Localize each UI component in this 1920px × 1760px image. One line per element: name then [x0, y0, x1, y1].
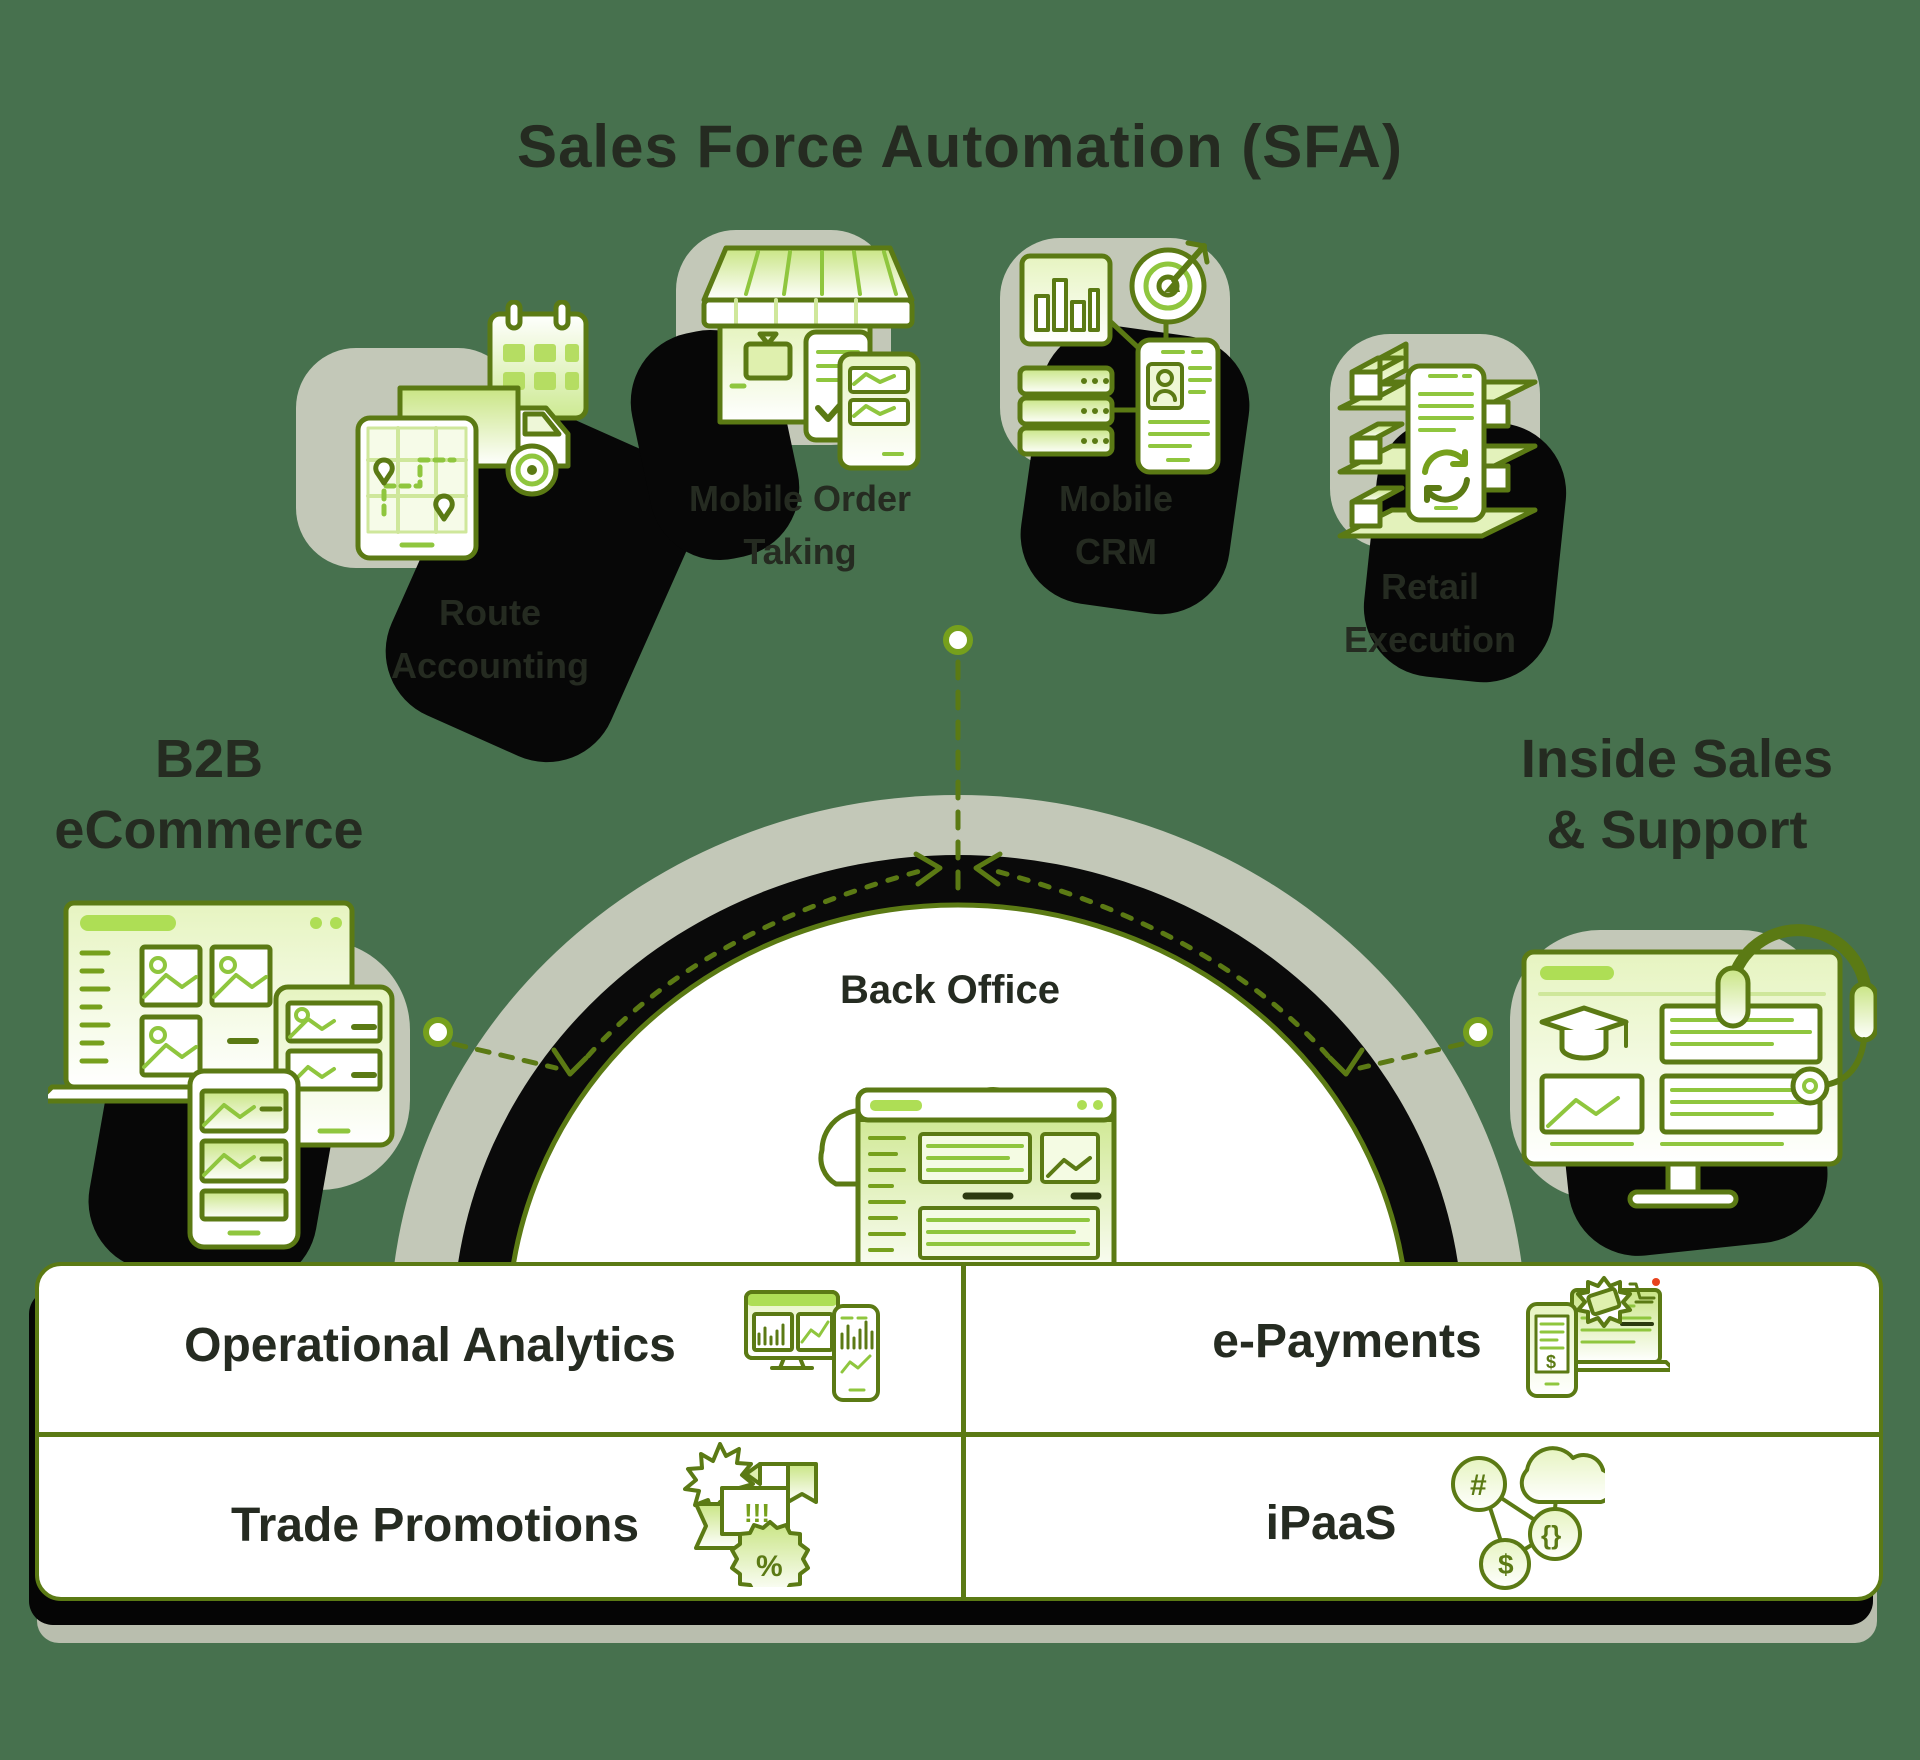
trade-promotions-label: Trade Promotions [230, 1499, 640, 1552]
route-accounting-icon [355, 300, 589, 561]
mobile-crm-label: Mobile CRM [916, 472, 1316, 578]
mobile-order-label-line2: Taking [743, 531, 857, 572]
top-connector-dot [943, 625, 973, 655]
b2b-header-line1: B2B [154, 729, 264, 789]
dashed-connectors [451, 659, 1465, 1077]
retail-execution-label: Retail Execution [1230, 560, 1630, 666]
dome-white-face [511, 902, 1405, 1262]
e-payments-label: e-Payments [1212, 1315, 1482, 1368]
ipaas-label: iPaaS [1265, 1497, 1397, 1550]
inside-sales-header: Inside Sales & Support [1477, 724, 1877, 866]
e-payments-dollar-glyph: $ [1546, 1352, 1556, 1372]
trade-exclaim-glyph: !!! [744, 1498, 770, 1528]
retail-execution-label-line2: Execution [1343, 619, 1517, 660]
e-payments-icon: $ [1526, 1276, 1670, 1398]
page-title: Sales Force Automation (SFA) [517, 113, 1403, 180]
retail-execution-label-line1: Retail [1380, 566, 1480, 607]
operational-analytics-label: Operational Analytics [184, 1319, 676, 1372]
b2b-header-line2: eCommerce [54, 800, 364, 860]
matrix-horizontal-divider [39, 1432, 1879, 1437]
b2b-ecommerce-header: B2B eCommerce [9, 724, 409, 866]
inside-sales-support-icon [1521, 924, 1877, 1209]
inside-sales-header-line1: Inside Sales [1520, 729, 1834, 789]
b2b-ecommerce-icon [48, 900, 395, 1250]
mobile-order-label: Mobile Order Taking [600, 472, 1000, 578]
mobile-order-label-line1: Mobile Order [688, 478, 912, 519]
operational-analytics-icon [744, 1290, 880, 1402]
route-accounting-label-line1: Route [439, 592, 541, 633]
back-office-dome [394, 625, 1522, 1262]
left-connector-dot [423, 1017, 453, 1047]
route-accounting-label-line2: Accounting [391, 645, 589, 686]
inside-sales-header-line2: & Support [1546, 800, 1808, 860]
ipaas-dollar-glyph: $ [1498, 1549, 1514, 1580]
ipaas-icon: # {} $ [1451, 1446, 1605, 1590]
back-office-label: Back Office [839, 968, 1061, 1012]
ipaas-hash-glyph: # [1470, 1469, 1487, 1502]
mobile-crm-label-line2: CRM [1075, 531, 1157, 572]
trade-percent-glyph: % [756, 1550, 783, 1583]
matrix-vertical-divider [961, 1266, 966, 1597]
right-connector-dot [1463, 1017, 1493, 1047]
connector-dots [423, 625, 1493, 1047]
mobile-crm-label-line1: Mobile [1059, 478, 1173, 519]
mobile-order-taking-icon [701, 245, 921, 471]
retail-execution-icon [1337, 341, 1538, 539]
back-office-cloud-icon [818, 1087, 1117, 1357]
trade-promotions-icon: !!! % [683, 1442, 818, 1587]
route-accounting-label: Route Accounting [290, 586, 690, 692]
ipaas-braces-glyph: {} [1541, 1520, 1561, 1550]
mobile-crm-icon [1017, 240, 1221, 475]
